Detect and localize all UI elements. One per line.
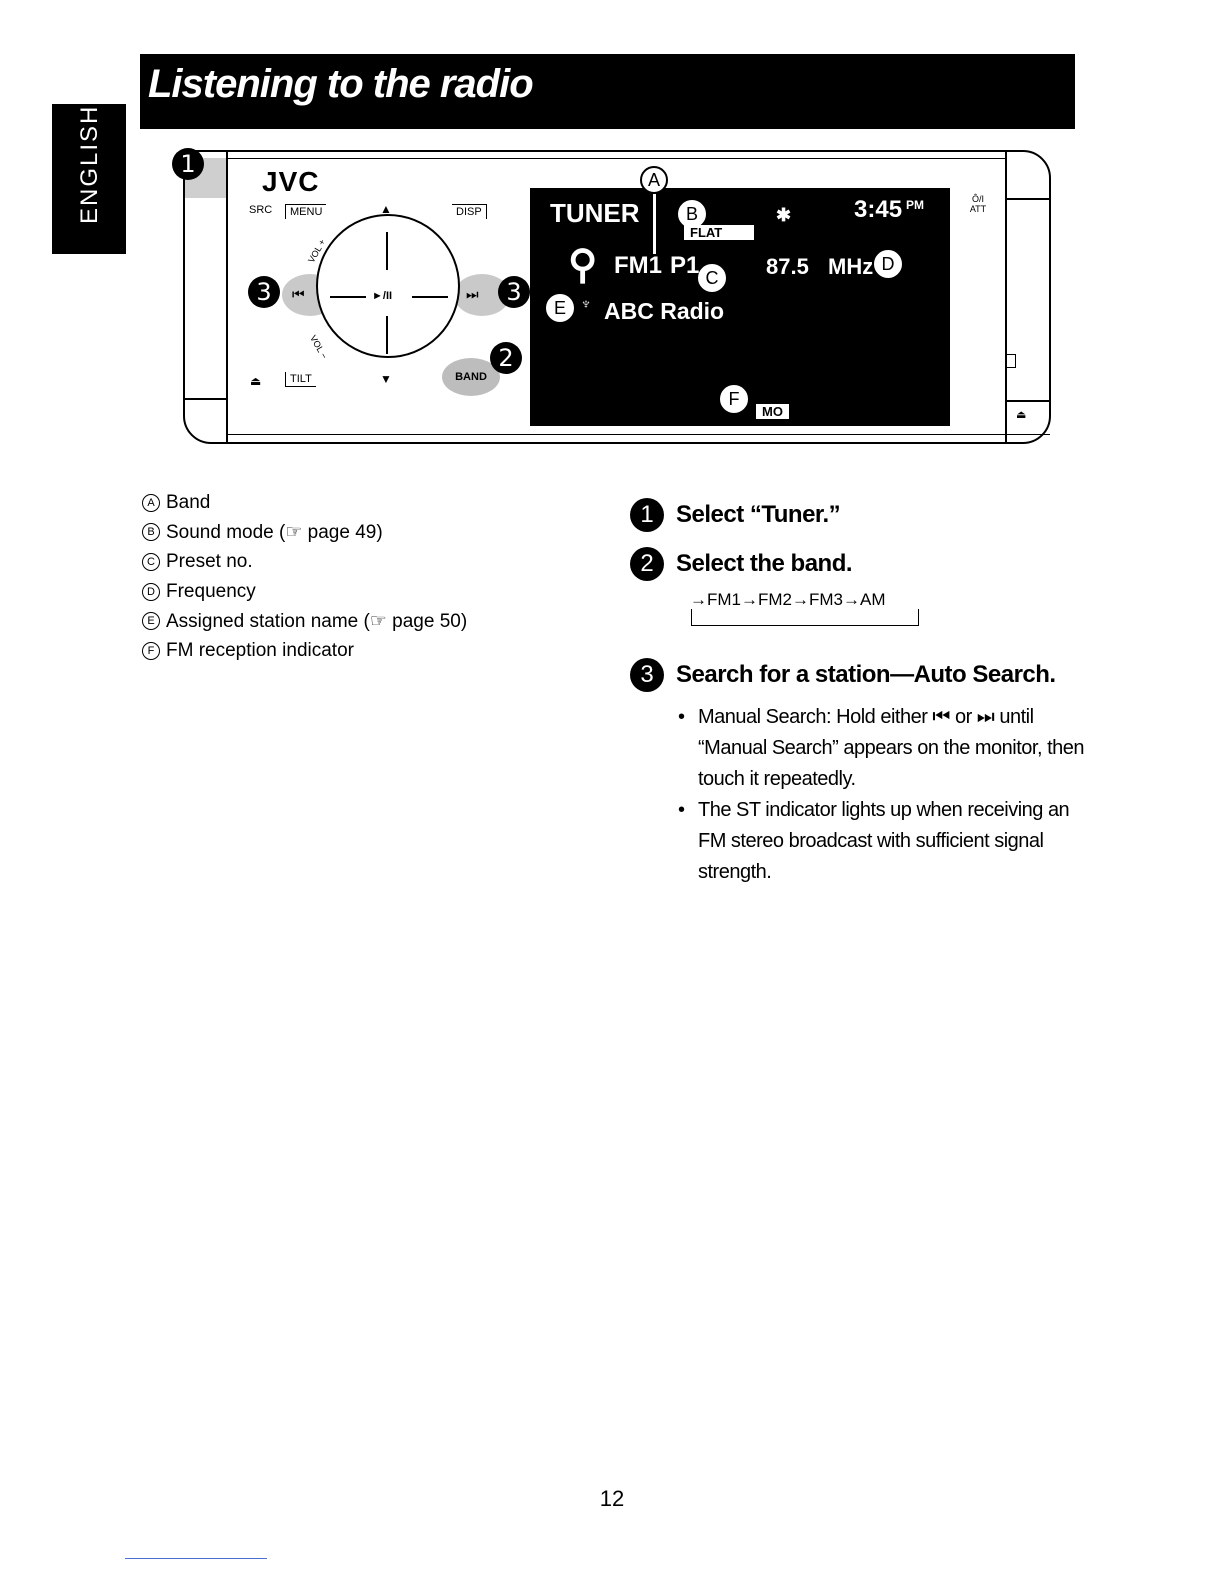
- step-number: 3: [630, 658, 664, 692]
- step-3-notes: • Manual Search: Hold either ⏮ or ⏭ unti…: [678, 702, 1098, 888]
- step-1: 1 Select “Tuner.”: [630, 498, 841, 532]
- skip-forward-icon[interactable]: ⏭: [466, 286, 479, 302]
- language-tab: [52, 104, 126, 254]
- step-2: 2 Select the band.: [630, 547, 853, 581]
- legend-text: Sound mode (☞ page 49): [166, 521, 383, 543]
- step-badge-3-left: 3: [248, 276, 280, 308]
- tray-icon[interactable]: ⏏: [1016, 409, 1027, 421]
- title-bar: [140, 54, 1075, 129]
- note-text: The ST indicator lights up when receivin…: [698, 799, 1070, 883]
- callout-e: E: [546, 294, 574, 322]
- legend-item: F FM reception indicator: [142, 636, 467, 666]
- control-dial[interactable]: [316, 214, 460, 358]
- up-arrow-icon[interactable]: ▲: [380, 202, 392, 216]
- tilt-button[interactable]: TILT: [285, 372, 316, 387]
- skip-back-icon[interactable]: ⏮: [292, 286, 305, 302]
- source-label: TUNER: [550, 198, 640, 228]
- step-3: 3 Search for a station—Auto Search.: [630, 658, 1056, 692]
- callout-legend: A Band B Sound mode (☞ page 49) C Preset…: [142, 488, 467, 666]
- bullet-icon: •: [678, 799, 685, 821]
- legend-letter: C: [142, 552, 160, 571]
- antenna-icon: ⚲: [568, 243, 598, 287]
- play-pause-button[interactable]: ►/II: [372, 290, 393, 302]
- legend-text: Assigned station name (☞ page 50): [166, 610, 468, 632]
- eject-icon[interactable]: ⏏: [250, 374, 262, 388]
- clock-suffix: PM: [906, 198, 924, 212]
- legend-item: D Frequency: [142, 577, 467, 607]
- clock-time: 3:45: [854, 196, 903, 223]
- legend-letter: E: [142, 612, 160, 631]
- bullet-icon: •: [678, 706, 685, 728]
- legend-letter: A: [142, 493, 160, 512]
- callout-b: B: [678, 200, 706, 228]
- step-badge-3-right: 3: [498, 276, 530, 308]
- bluetooth-icon: ✱: [776, 205, 792, 225]
- device-right-edge: [1005, 152, 1050, 442]
- legend-letter: B: [142, 523, 160, 542]
- legend-item: C Preset no.: [142, 547, 467, 577]
- station-name: ABC Radio: [604, 298, 725, 324]
- device-left-edge: [183, 150, 228, 444]
- dial-line: [330, 296, 366, 298]
- preset-display: P1: [670, 252, 700, 279]
- legend-text: Preset no.: [166, 550, 253, 572]
- language-tab-label: ENGLISH: [76, 104, 103, 224]
- menu-button[interactable]: MENU: [285, 204, 327, 219]
- down-arrow-icon[interactable]: ▼: [380, 372, 392, 386]
- device-divider: [1007, 198, 1049, 200]
- step-badge-1: 1: [172, 148, 204, 180]
- step-title: Select the band.: [676, 550, 853, 577]
- slot-icon: [1006, 354, 1016, 368]
- device-divider: [228, 158, 1006, 159]
- step-number: 1: [630, 498, 664, 532]
- disp-button[interactable]: DISP: [452, 204, 487, 219]
- legend-item: E Assigned station name (☞ page 50): [142, 606, 467, 636]
- step-title: Search for a station—Auto Search.: [676, 661, 1056, 688]
- dial-line: [386, 316, 388, 354]
- legend-text: Band: [166, 491, 211, 513]
- footer-rule: [125, 1558, 267, 1559]
- band-cycle-loop: [691, 609, 919, 626]
- legend-letter: F: [142, 641, 160, 660]
- callout-d: D: [874, 250, 902, 278]
- note-text: Manual Search: Hold either ⏮ or ⏭ until …: [698, 706, 1085, 790]
- src-button-label[interactable]: SRC: [249, 204, 273, 216]
- step-badge-2: 2: [490, 342, 522, 374]
- step-number: 2: [630, 547, 664, 581]
- legend-text: FM reception indicator: [166, 639, 354, 661]
- dial-line: [412, 296, 448, 298]
- legend-item: B Sound mode (☞ page 49): [142, 518, 467, 548]
- callout-f: F: [720, 385, 748, 413]
- step-title: Select “Tuner.”: [676, 501, 841, 528]
- page-number: 12: [599, 1486, 625, 1511]
- dial-line: [386, 232, 388, 270]
- device-divider: [1007, 400, 1049, 402]
- sound-mode-tag: FLAT: [684, 225, 754, 240]
- callout-a: A: [640, 166, 668, 194]
- legend-item: A Band: [142, 488, 467, 518]
- device-divider: [185, 398, 228, 400]
- band-display: FM1: [614, 252, 662, 279]
- callout-c: C: [698, 264, 726, 292]
- reception-indicator: MO: [756, 404, 789, 419]
- page-title: Listening to the radio: [148, 62, 534, 106]
- frequency-unit: MHz: [828, 254, 874, 279]
- note-item: • The ST indicator lights up when receiv…: [678, 795, 1098, 888]
- legend-letter: D: [142, 582, 160, 601]
- device-divider: [228, 434, 1050, 435]
- power-att-label[interactable]: Ô/I ATT: [969, 194, 987, 214]
- band-cycle: →FM1→FM2→FM3→AM: [690, 590, 886, 609]
- station-icon: ♆: [580, 296, 592, 313]
- callout-a-line: [652, 194, 656, 254]
- frequency-display: 87.5: [766, 254, 809, 279]
- legend-text: Frequency: [166, 580, 256, 602]
- brand-logo: JVC: [262, 166, 320, 197]
- note-item: • Manual Search: Hold either ⏮ or ⏭ unti…: [678, 702, 1098, 795]
